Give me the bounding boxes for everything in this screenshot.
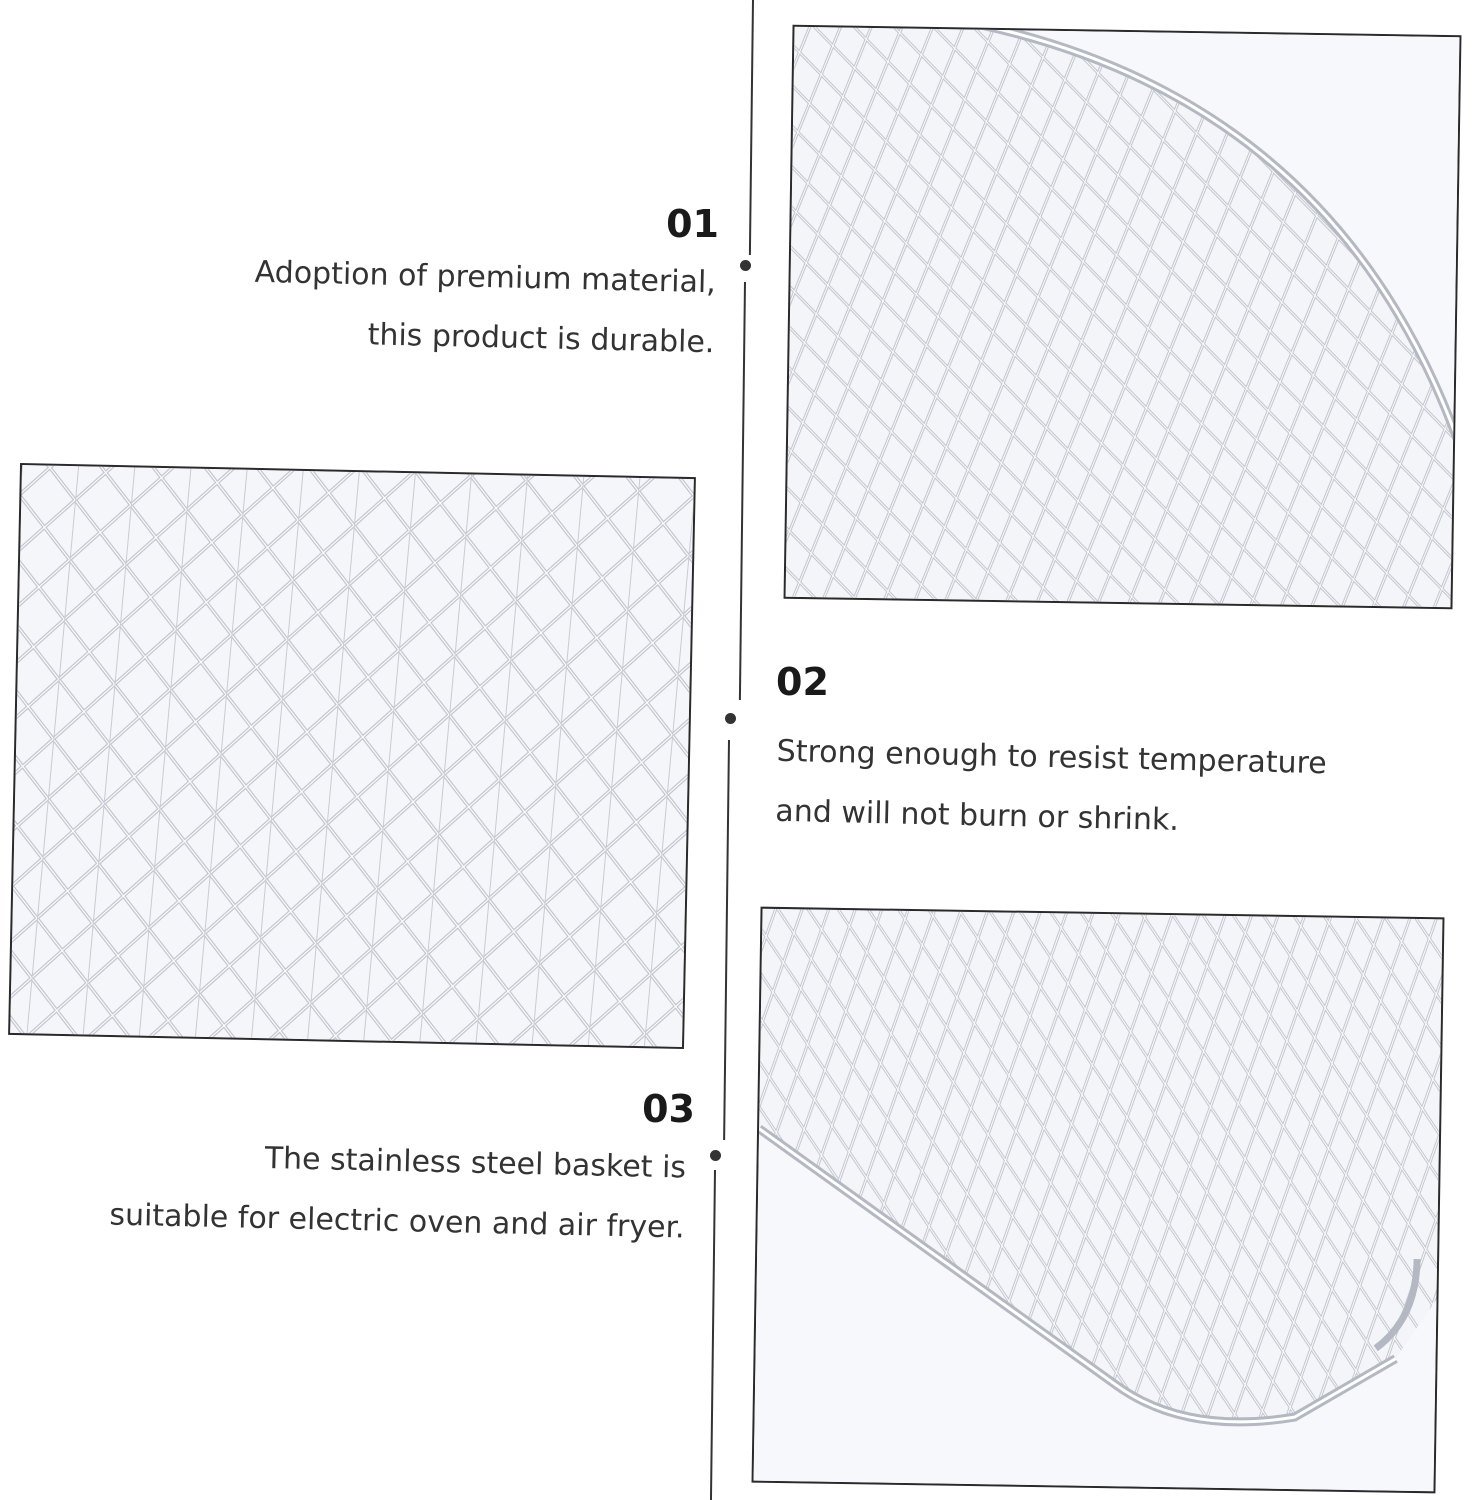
feature-description-3-line-2: suitable for electric oven and air fryer… [108,1197,685,1246]
mesh-rack-curved-edge-photo [783,24,1462,610]
feature-number-1: 01 [666,202,719,246]
feature-description-2: Strong enough to resist temperature and … [775,722,1328,854]
feature-description-2-line-2: and will not burn or shrink. [775,793,1180,838]
timeline-line-bottom [709,1170,716,1500]
timeline-line-middle [738,282,746,700]
timeline-dot-2 [725,713,736,724]
timeline-line-lower [723,740,730,1140]
feature-description-1-line-2: this product is durable. [367,317,715,361]
feature-number-2: 02 [776,660,829,704]
timeline-line-top [748,0,754,256]
feature-description-1-line-1: Adoption of premium material, [254,254,717,301]
feature-number-3: 03 [642,1087,695,1131]
timeline-dot-3 [710,1150,721,1161]
timeline-dot-1 [740,260,751,271]
feature-description-3: The stainless steel basket is suitable f… [108,1125,686,1258]
mesh-rack-closeup-photo [8,462,696,1050]
feature-description-1: Adoption of premium material, this produ… [253,243,717,373]
mesh-rack-rounded-corner-photo [751,906,1445,1494]
